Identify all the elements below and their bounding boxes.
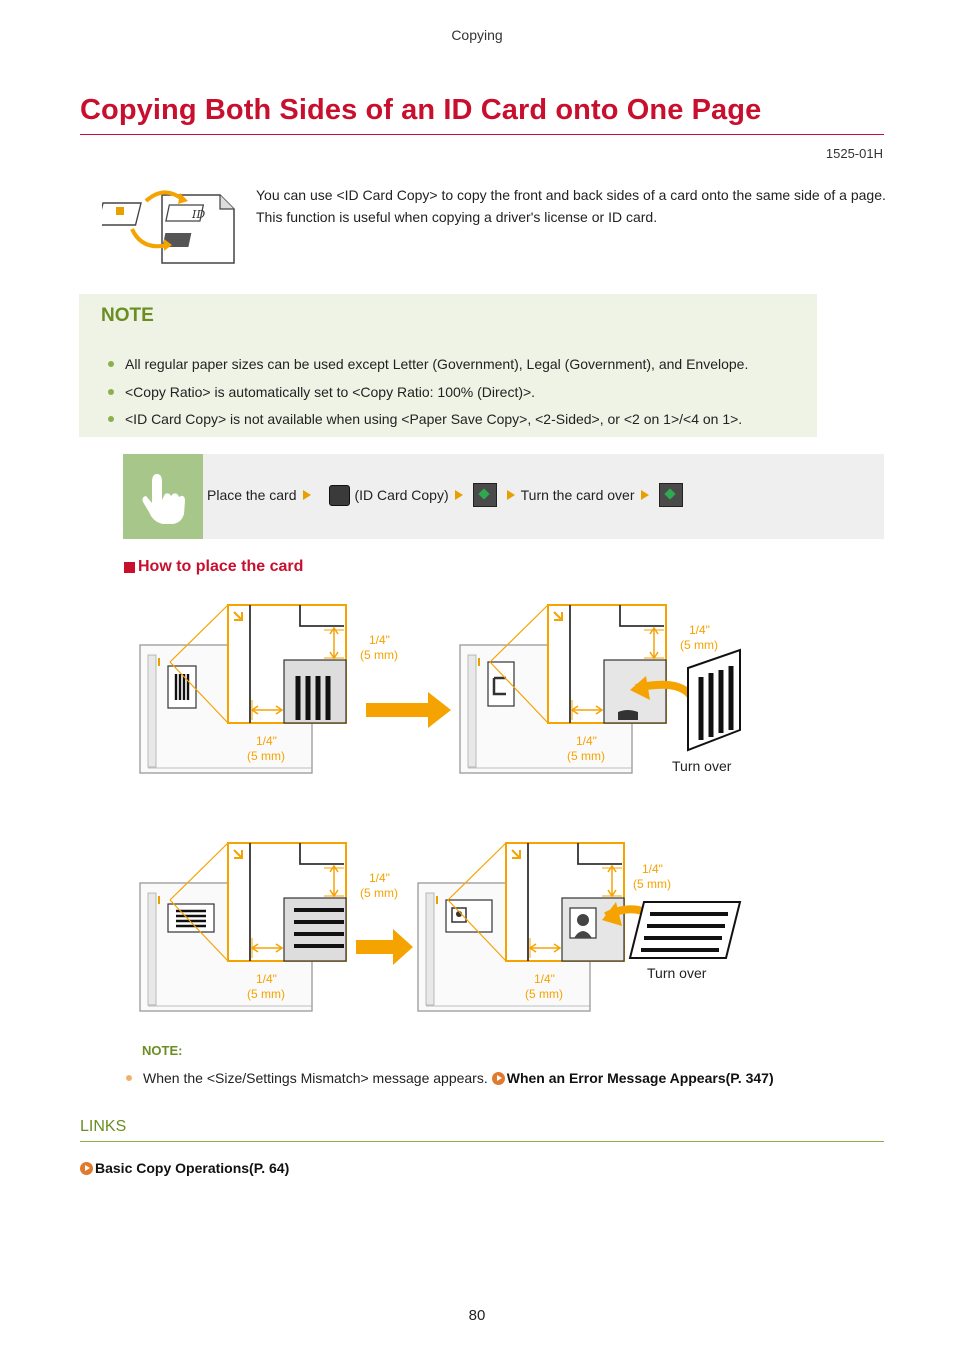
note-text: When the <Size/Settings Mismatch> messag… [143,1070,488,1086]
error-message-link[interactable]: When an Error Message Appears(P. 347) [506,1070,774,1086]
svg-text:1/4": 1/4" [689,623,710,637]
hand-touch-icon [123,454,203,539]
links-rule [80,1141,884,1142]
svg-text:(5 mm): (5 mm) [247,749,285,763]
svg-text:1/4": 1/4" [534,972,555,986]
svg-text:(5 mm): (5 mm) [633,877,671,891]
operation-steps: Place the card (ID Card Copy) Turn the c… [207,483,687,507]
list-item: All regular paper sizes can be used exce… [105,352,748,380]
section-marker-icon [124,561,135,573]
note-item: When the <Size/Settings Mismatch> messag… [126,1070,774,1086]
title-rule [80,134,884,135]
section-heading: How to place the card [124,558,303,576]
link-arrow-icon [80,1161,93,1175]
arrow-right-icon [356,929,413,965]
card-placement-figure: 1/4" (5 mm) 1/4" (5 mm) Turn over 1/4" (… [139,604,742,1012]
step-id-card-copy: (ID Card Copy) [354,487,449,503]
list-item: <Copy Ratio> is automatically set to <Co… [105,380,748,408]
svg-text:1/4": 1/4" [256,972,277,986]
svg-text:Turn over: Turn over [672,758,732,774]
note-list: All regular paper sizes can be used exce… [105,352,748,435]
svg-text:ID: ID [191,208,205,221]
arrow-right-icon [640,490,649,500]
arrow-right-icon [302,490,311,500]
operation-steps-box [123,454,884,539]
running-header: Copying [451,27,503,43]
list-item: <ID Card Copy> is not available when usi… [105,407,748,435]
svg-text:1/4": 1/4" [642,862,663,876]
page-number: 80 [468,1307,486,1324]
start-key-icon [472,483,497,507]
intro-text: You can use <ID Card Copy> to copy the f… [256,187,886,225]
basic-copy-operations-link[interactable]: Basic Copy Operations(P. 64) [95,1160,290,1176]
svg-text:1/4": 1/4" [576,734,597,748]
svg-text:(5 mm): (5 mm) [247,987,285,1001]
svg-text:(5 mm): (5 mm) [525,987,563,1001]
step-turn-over: Turn the card over [520,487,635,503]
svg-text:1/4": 1/4" [369,871,390,885]
bullet-icon [108,361,114,367]
link-item[interactable]: Basic Copy Operations(P. 64) [80,1160,289,1176]
bullet-icon [108,416,114,422]
arrow-right-icon [454,490,463,500]
note-heading: NOTE [101,305,154,326]
start-key-icon [658,483,683,507]
svg-text:(5 mm): (5 mm) [680,638,718,652]
svg-text:1/4": 1/4" [369,633,390,647]
page-title: Copying Both Sides of an ID Card onto On… [80,94,762,126]
arrow-right-icon [506,490,515,500]
note-heading-small: NOTE: [142,1043,183,1058]
id-card-copy-key-icon [328,484,350,506]
svg-text:1/4": 1/4" [256,734,277,748]
id-card-copy-icon: ID [102,190,235,264]
arrow-right-icon [366,692,451,728]
svg-text:Turn over: Turn over [647,965,707,981]
link-arrow-icon [491,1071,505,1085]
step-place-card: Place the card [207,487,297,503]
bullet-icon [126,1075,132,1081]
svg-text:(5 mm): (5 mm) [360,886,398,900]
svg-text:(5 mm): (5 mm) [567,749,605,763]
document-id: 1525-01H [825,146,883,161]
note-box [79,294,817,437]
bullet-icon [108,388,114,395]
svg-text:(5 mm): (5 mm) [360,648,398,662]
links-heading: LINKS [80,1118,127,1135]
